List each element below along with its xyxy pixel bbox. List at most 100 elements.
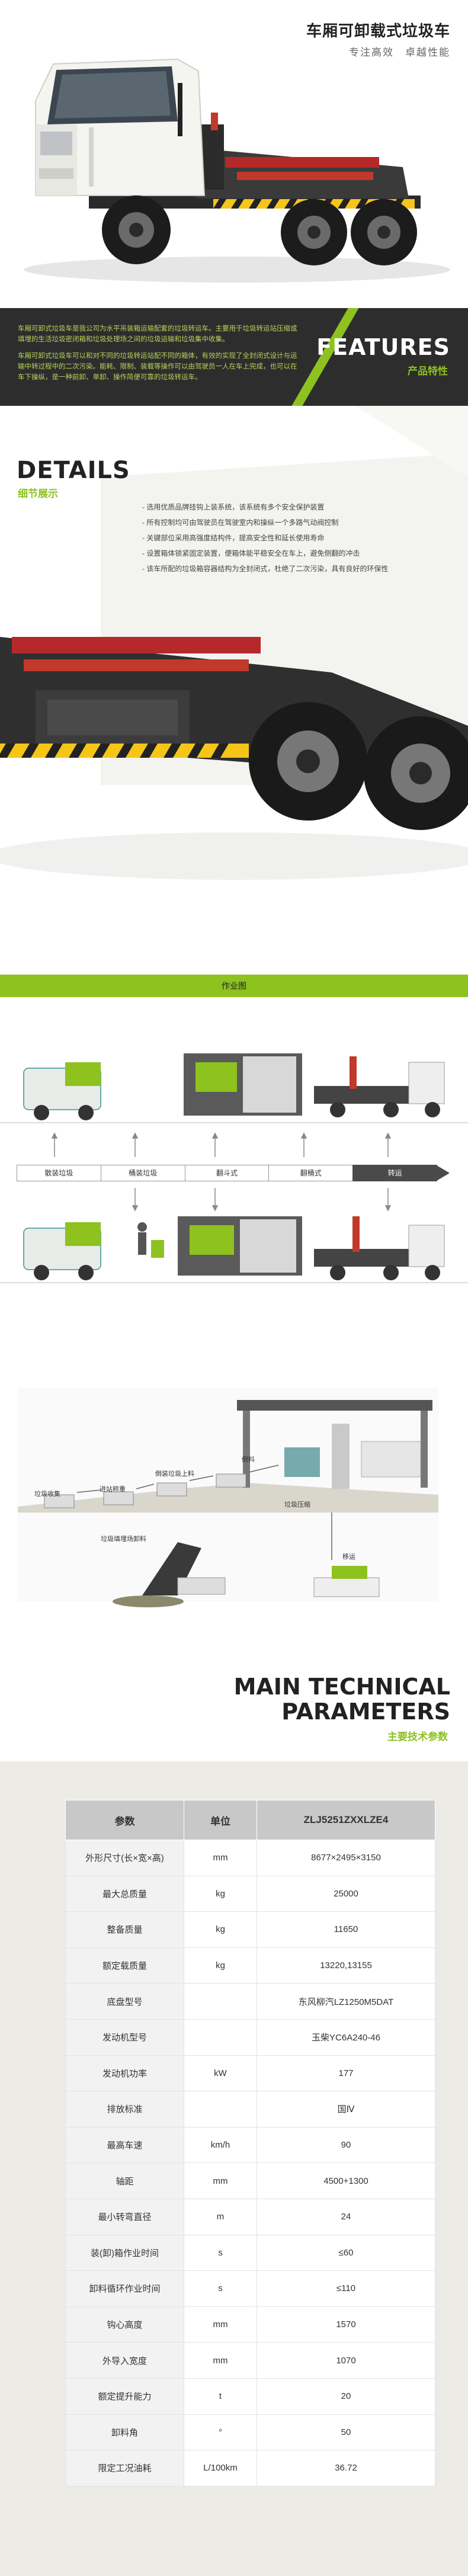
param-unit-cell: s [184, 2270, 257, 2307]
details-section: DETAILS 细节展示 选用优质品牌挂钩上装系统，该系统有多个安全保护装置 所… [0, 406, 468, 975]
param-value-cell: 13220,13155 [257, 1947, 435, 1984]
params-header-model: ZLJ5251ZXXLZE4 [257, 1800, 435, 1840]
table-row: 发动机型号 玉柴YC6A240-46 [65, 2018, 435, 2056]
workers-bins [137, 1222, 164, 1258]
hero-title: 车厢可卸载式垃圾车 [306, 22, 450, 40]
process-label-compress: 垃圾压缩 [284, 1501, 310, 1508]
param-name-cell: 最大总质量 [65, 1875, 184, 1912]
params-header-unit: 单位 [184, 1800, 257, 1840]
flow-arrows-up [51, 1132, 392, 1157]
param-unit-cell: m [184, 2198, 257, 2235]
param-unit-cell: t [184, 2378, 257, 2415]
params-title-line2: PARAMETERS [281, 1699, 450, 1725]
param-unit-cell: ° [184, 2414, 257, 2451]
details-list-item: 所有控制均可由驾驶员在驾驶室内和操纵一个多路气动阀控制 [142, 515, 450, 530]
param-value-cell: 20 [257, 2378, 435, 2415]
param-name-cell: 外导入宽度 [65, 2342, 184, 2379]
details-subtitle: 细节展示 [18, 488, 58, 499]
features-subtitle: 产品特性 [408, 366, 448, 377]
hook-truck-top [314, 1056, 445, 1117]
param-value-cell: 玉柴YC6A240-46 [257, 2018, 435, 2056]
features-section: 车厢可卸式垃圾车是我公司为水平吊装箱运输配套的垃圾转运车。主要用于垃圾转运站压缩… [0, 308, 468, 406]
param-name-cell: 排放标准 [65, 2091, 184, 2128]
param-name-cell: 底盘型号 [65, 1983, 184, 2020]
param-name-cell: 钩心高度 [65, 2306, 184, 2343]
features-title: FEATURES [316, 334, 450, 360]
param-unit-cell [184, 1983, 257, 2020]
param-name-cell: 最高车速 [65, 2126, 184, 2164]
param-name-cell: 额定提升能力 [65, 2378, 184, 2415]
params-title-line1: MAIN TECHNICAL [233, 1674, 450, 1700]
param-name-cell: 轴距 [65, 2162, 184, 2199]
closeup-wheel-2 [364, 716, 468, 830]
param-name-cell: 卸料循环作业时间 [65, 2270, 184, 2307]
param-value-cell: 东风柳汽LZ1250M5DAT [257, 1983, 435, 2020]
param-name-cell: 整备质量 [65, 1911, 184, 1948]
work-stages: 散装垃圾 桶装垃圾 翻斗式 翻桶式 转运 [17, 1165, 450, 1181]
param-value-cell: 36.72 [257, 2450, 435, 2487]
param-unit-cell: mm [184, 2162, 257, 2199]
params-header-param: 参数 [65, 1800, 184, 1840]
param-unit-cell: kg [184, 1875, 257, 1912]
table-row: 排放标准国Ⅳ [65, 2091, 435, 2128]
process-label-move: 移运 [342, 1553, 355, 1561]
station-box-bottom [178, 1216, 302, 1276]
details-list-item: 该车所配的垃圾箱容器结构为全封闭式，杜绝了二次污染，具有良好的环保性 [142, 561, 450, 576]
wheel-rear-1 [281, 199, 347, 265]
param-name-cell: 装(卸)箱作业时间 [65, 2234, 184, 2271]
params-heading-section: MAIN TECHNICAL PARAMETERS 主要技术参数 [0, 1637, 468, 1761]
param-value-cell: 11650 [257, 1911, 435, 1948]
table-row: 底盘型号 东风柳汽LZ1250M5DAT [65, 1983, 435, 2020]
param-unit-cell: kg [184, 1911, 257, 1948]
details-list: 选用优质品牌挂钩上装系统，该系统有多个安全保护装置 所有控制均可由驾驶员在驾驶室… [142, 499, 450, 576]
hero-subtitle: 专注高效 卓越性能 [349, 47, 450, 58]
params-subtitle: 主要技术参数 [387, 1731, 448, 1742]
param-name-cell: 发动机功率 [65, 2055, 184, 2092]
collection-truck-bottom [23, 1222, 101, 1280]
wheel-rear-2 [351, 199, 417, 265]
param-value-cell: 90 [257, 2126, 435, 2164]
process-section: 垃圾收集 进站称重 倒装垃圾上料 倒料 垃圾压缩 垃圾填埋场卸料 移运 [0, 1317, 468, 1637]
hero-truck-illustration [24, 58, 450, 283]
process-label-collect: 垃圾收集 [34, 1491, 60, 1498]
work-diagram-section: 散装垃圾 桶装垃圾 翻斗式 翻桶式 转运 [0, 997, 468, 1317]
work-diagram-illustration [0, 1053, 468, 1283]
param-unit-cell: kW [184, 2055, 257, 2092]
param-name-cell: 最小转弯直径 [65, 2198, 184, 2235]
param-value-cell: 1570 [257, 2306, 435, 2343]
param-name-cell: 额定载质量 [65, 1947, 184, 1984]
param-unit-cell [184, 2091, 257, 2128]
details-list-item: 设置箱体锁紧固定装置，便箱体能平稳安全在车上，避免侧翻的冲击 [142, 546, 450, 561]
process-label-landfill: 垃圾填埋场卸料 [101, 1536, 146, 1543]
work-diagram-bar: 作业图 [0, 975, 468, 997]
param-unit-cell: kg [184, 1947, 257, 1984]
features-text: 车厢可卸式垃圾车是我公司为水平吊装箱运输配套的垃圾转运车。主要用于垃圾转运站压缩… [18, 323, 302, 389]
stage-barrel-tipper: 翻桶式 [268, 1165, 353, 1181]
param-name-cell: 限定工况油耗 [65, 2450, 184, 2487]
param-name-cell: 发动机型号 [65, 2018, 184, 2056]
flow-arrows-down [132, 1188, 392, 1212]
param-unit-cell: mm [184, 2306, 257, 2343]
hook-truck-bottom [314, 1216, 445, 1280]
details-list-item: 选用优质品牌挂钩上装系统，该系统有多个安全保护装置 [142, 499, 450, 515]
param-unit-cell: L/100km [184, 2450, 257, 2487]
param-name-cell: 卸料角 [65, 2414, 184, 2451]
hero-section: 车厢可卸载式垃圾车 专注高效 卓越性能 [0, 0, 468, 308]
param-value-cell: ≤110 [257, 2270, 435, 2307]
